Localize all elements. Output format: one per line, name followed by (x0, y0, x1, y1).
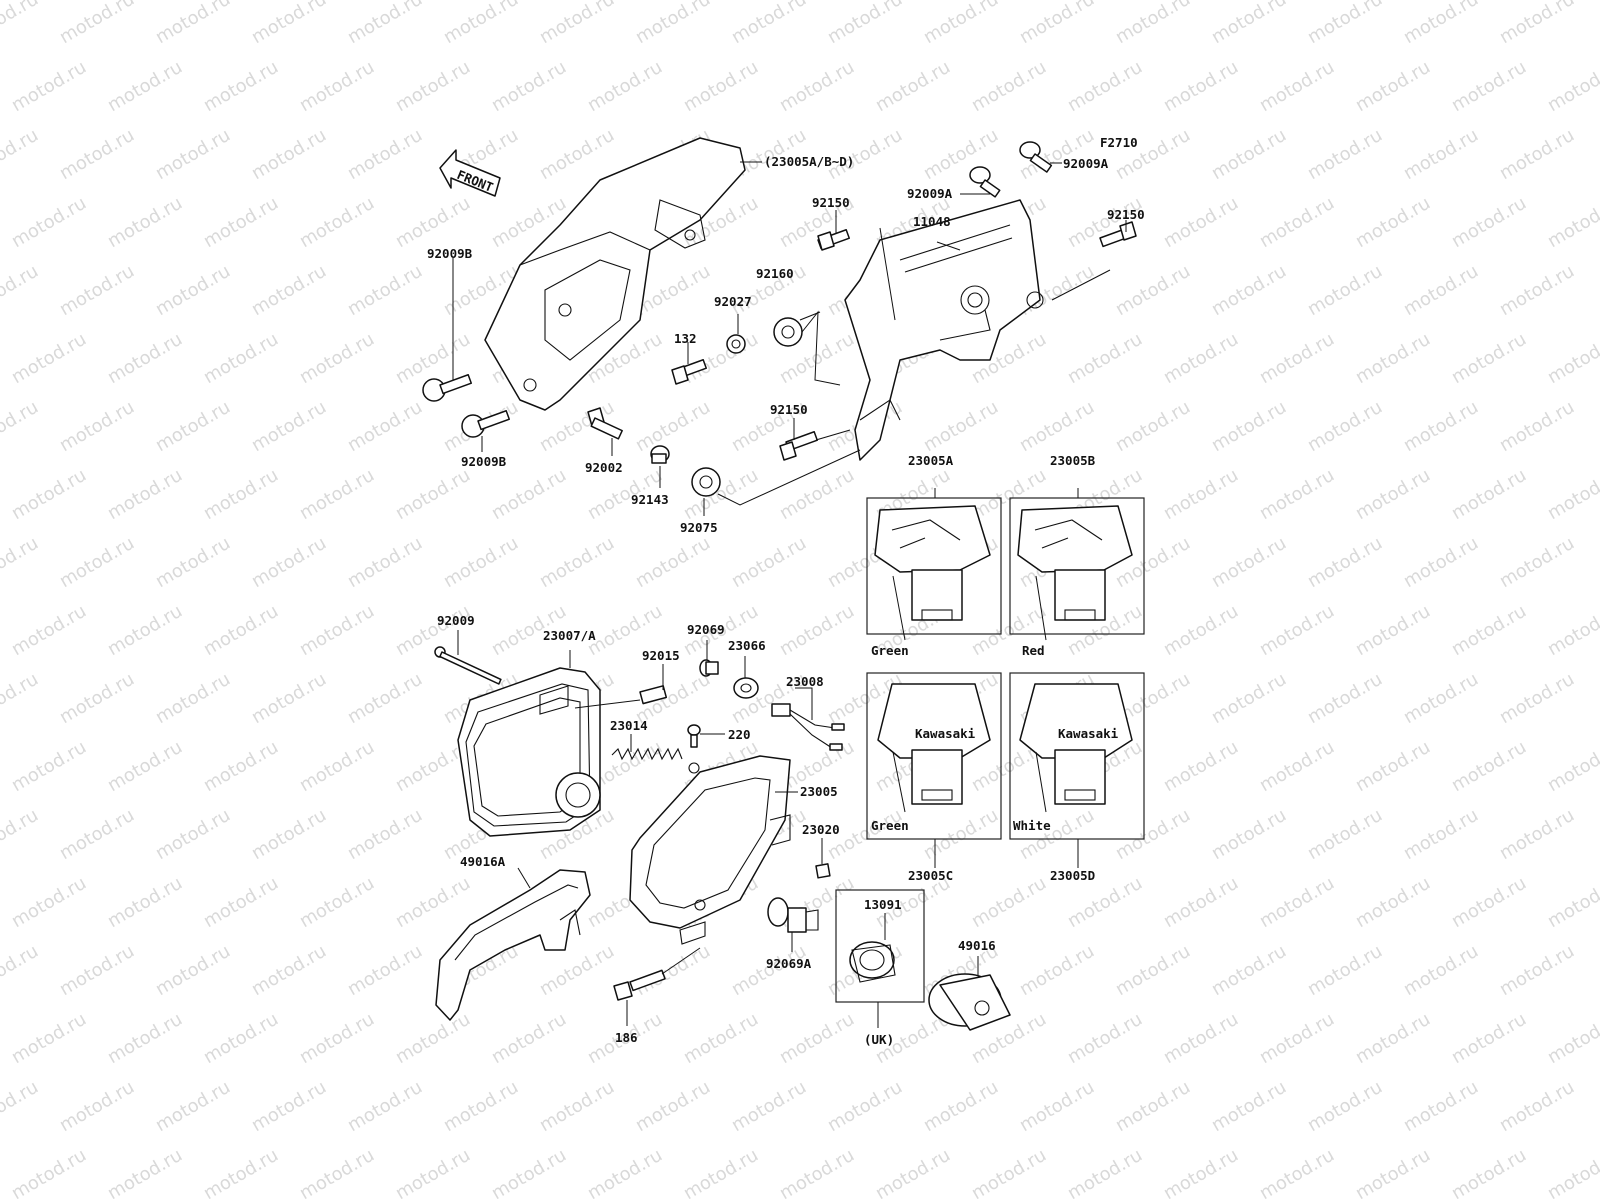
callout-23005B: 23005B (1050, 453, 1096, 468)
callout-23014: 23014 (610, 718, 648, 733)
headlight-cowl (484, 137, 762, 411)
callout-23007A: 23007/A (543, 628, 596, 643)
callout-92002: 92002 (585, 460, 623, 475)
bolt-92009B-lower-icon (461, 409, 511, 452)
brand-logo-d: Kawasaki (1058, 726, 1119, 741)
callout-49016: 49016 (958, 938, 996, 953)
clip-92015-icon (574, 664, 668, 709)
variant-label-d: White (1013, 818, 1051, 833)
collar-92027-icon (726, 314, 746, 354)
uk-box-13091 (835, 889, 925, 1028)
bolt-132-icon (671, 342, 708, 385)
callout-49016A: 49016A (460, 854, 506, 869)
bulb-92069-icon (699, 640, 719, 677)
callout-92069: 92069 (687, 622, 725, 637)
headlight-case-23005 (629, 755, 798, 945)
callout-92143: 92143 (631, 492, 669, 507)
callout-92009B-2: 92009B (461, 454, 507, 469)
bolt-92150-right-icon (1099, 220, 1137, 248)
callout-92160: 92160 (756, 266, 794, 281)
callout-23008: 23008 (786, 674, 824, 689)
visor-49016A (435, 867, 591, 1021)
bolt-92009A-lower-icon (960, 166, 1001, 198)
callout-92009A-2: 92009A (907, 186, 953, 201)
callout-220: 220 (728, 727, 751, 742)
callout-11048: 11048 (913, 214, 951, 229)
bulb-92069A-icon (767, 897, 819, 952)
bolt-92002-icon (587, 407, 623, 456)
callout-13091: 13091 (864, 897, 902, 912)
grommet-92160-icon (773, 310, 841, 386)
screw-220-icon (687, 724, 725, 748)
bolt-92009-icon (434, 630, 502, 685)
callout-92069A: 92069A (766, 956, 812, 971)
headlight-bracket (844, 199, 1111, 461)
front-arrow-icon: FRONT (439, 149, 501, 197)
nut-23020-icon (815, 838, 831, 879)
callout-23005ABD: (23005A/B~D) (764, 154, 854, 169)
callout-23005A: 23005A (908, 453, 954, 468)
callout-92015: 92015 (642, 648, 680, 663)
socket-wire-23008-icon (771, 687, 845, 751)
callout-labels: F2710 (23005A/B~D) 92009A 92009A 92150 9… (427, 135, 1145, 1047)
callout-23005: 23005 (800, 784, 838, 799)
callout-92150-1: 92150 (812, 195, 850, 210)
callout-92027: 92027 (714, 294, 752, 309)
variant-label-a: Green (871, 643, 909, 658)
callout-92009: 92009 (437, 613, 475, 628)
variant-box-23005D: Kawasaki White (1009, 672, 1145, 868)
collar-92143-icon (650, 445, 670, 488)
bolt-92150-lower-icon (779, 418, 851, 461)
callout-23066: 23066 (728, 638, 766, 653)
grommet-92075-icon (691, 449, 861, 516)
variant-box-23005C: Kawasaki Green (866, 672, 1002, 868)
callout-92150-3: 92150 (770, 402, 808, 417)
headlight-unit (457, 650, 601, 837)
variant-box-23005B: Red (1009, 488, 1145, 658)
bolt-92150-top-icon (817, 210, 851, 251)
bolt-92009A-upper-icon (1019, 141, 1062, 173)
callout-23020: 23020 (802, 822, 840, 837)
callout-186: 186 (615, 1030, 638, 1045)
spring-23014-icon (611, 734, 683, 761)
socket-23066-icon (733, 656, 759, 699)
figure-code: F2710 (1100, 135, 1138, 150)
callout-23005D: 23005D (1050, 868, 1095, 883)
callout-23005C: 23005C (908, 868, 953, 883)
callout-92075: 92075 (680, 520, 718, 535)
callout-132: 132 (674, 331, 697, 346)
bolt-92009B-upper-icon (422, 258, 473, 402)
variant-box-23005A: Green (866, 488, 1002, 658)
callout-92150-2: 92150 (1107, 207, 1145, 222)
variant-label-c: Green (871, 818, 909, 833)
brand-logo-c: Kawasaki (915, 726, 976, 741)
cap-49016-icon (928, 956, 1011, 1031)
callout-92009B-1: 92009B (427, 246, 473, 261)
callout-92009A-1: 92009A (1063, 156, 1109, 171)
callout-UK: (UK) (864, 1032, 894, 1047)
variant-label-b: Red (1022, 643, 1045, 658)
bolt-186-icon (613, 947, 701, 1026)
